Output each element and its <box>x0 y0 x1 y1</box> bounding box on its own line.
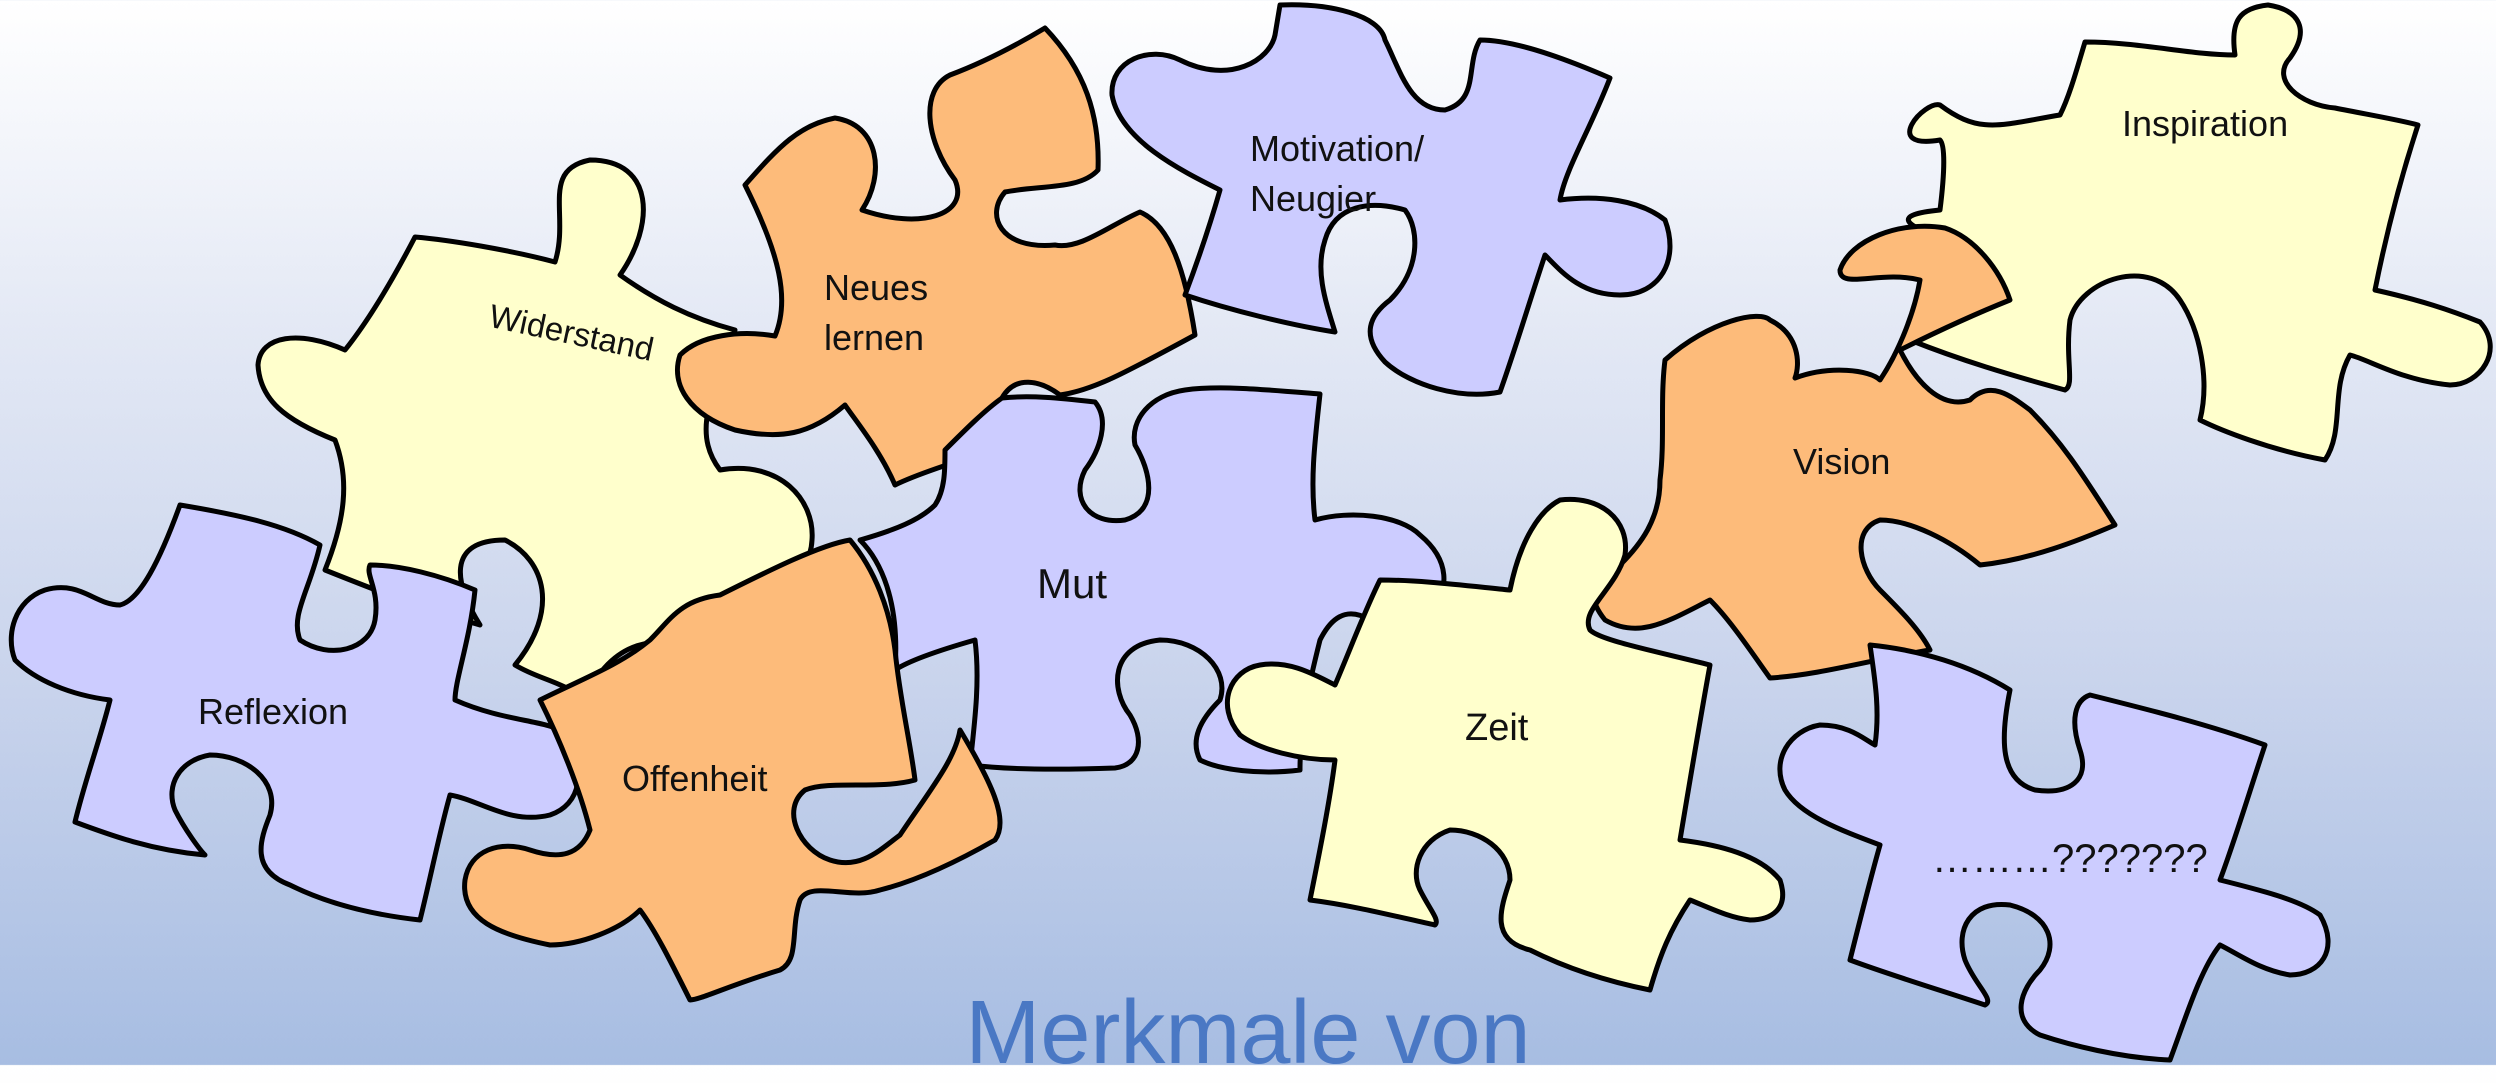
label-question: ………??????? <box>1932 837 2208 881</box>
puzzle-piece-inspiration <box>1905 2 2493 463</box>
label-offenheit: Offenheit <box>622 758 768 799</box>
piece-shape <box>1590 223 2118 681</box>
piece-shape <box>1777 642 2331 1063</box>
label-mut: Mut <box>1037 560 1108 607</box>
piece-shape <box>1905 2 2493 463</box>
puzzle-piece-motivation-neugier <box>1109 2 1673 397</box>
label-reflexion: Reflexion <box>198 691 349 732</box>
slide-title: Merkmale von <box>965 983 1531 1083</box>
puzzle-piece-neues-lernen <box>674 25 1198 488</box>
piece-shape <box>674 25 1198 488</box>
label-neues-lernen: Neues lernen <box>824 267 929 358</box>
puzzle-piece-question <box>1777 642 2331 1063</box>
piece-shape <box>1109 2 1673 397</box>
piece-shape <box>1224 496 1786 993</box>
label-motivation-neugier: Motivation/ Neugier <box>1250 128 1425 219</box>
puzzle-piece-offenheit <box>462 537 1003 1003</box>
puzzle-piece-vision <box>1590 223 2118 681</box>
piece-shape <box>462 537 1003 1003</box>
puzzle-piece-zeit <box>1224 496 1786 993</box>
label-inspiration: Inspiration <box>2122 103 2289 144</box>
label-zeit: Zeit <box>1465 707 1529 749</box>
label-vision: Vision <box>1793 441 1891 482</box>
puzzle-piece-reflexion <box>8 502 581 923</box>
piece-shape <box>8 502 581 923</box>
